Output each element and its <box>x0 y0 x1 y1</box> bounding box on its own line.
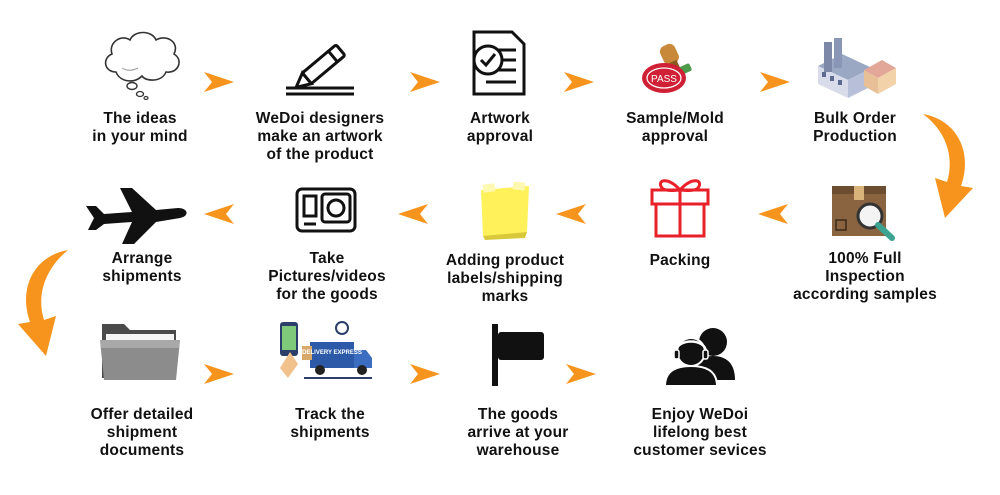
step-artwork: WeDoi designers make an artwork of the p… <box>240 28 400 168</box>
arrow-right-icon <box>410 364 440 384</box>
step-label: Bulk Order Production <box>813 110 897 145</box>
step-inspection: 100% Full Inspection according samples <box>780 180 950 310</box>
step-label: Packing <box>649 252 711 269</box>
checklist-document-icon <box>468 30 528 96</box>
step-label: 100% Full Inspection according samples <box>793 250 937 303</box>
step-label: Enjoy WeDoi lifelong best customer sevic… <box>633 406 767 459</box>
airplane-icon <box>82 184 190 246</box>
curved-arrow-down-icon <box>18 248 86 360</box>
arrow-left-icon <box>398 204 428 224</box>
delivery-truck-icon: DELIVERY EXPRESS <box>274 320 378 384</box>
arrow-right-icon <box>410 72 440 92</box>
factory-icon <box>812 36 898 102</box>
pass-stamp-icon: PASS <box>638 38 704 98</box>
flag-icon <box>488 322 548 388</box>
arrow-left-icon <box>556 204 586 224</box>
step-sample-approval: PASS Sample/Mold approval <box>600 28 750 158</box>
arrow-left-icon <box>758 204 788 224</box>
step-ideas: The ideas in your mind <box>70 28 210 158</box>
stamp-text: PASS <box>651 74 677 85</box>
step-label: Sample/Mold approval <box>626 110 724 145</box>
step-label: The goods arrive at your warehouse <box>467 406 569 459</box>
arrow-right-icon <box>566 364 596 384</box>
folder-icon <box>100 320 182 382</box>
step-label: The ideas in your mind <box>92 110 188 145</box>
thought-cloud-icon <box>98 28 184 100</box>
step-label: WeDoi designers make an artwork of the p… <box>255 110 385 163</box>
step-packing: Packing <box>620 172 740 282</box>
arrow-right-icon <box>204 72 234 92</box>
step-track: DELIVERY EXPRESS Track the shipments <box>260 320 400 460</box>
step-label: Artwork approval <box>466 110 534 145</box>
step-arrive: The goods arrive at your warehouse <box>448 320 588 460</box>
step-label: Take Pictures/videos for the goods <box>268 250 386 303</box>
arrow-right-icon <box>760 72 790 92</box>
step-artwork-approval: Artwork approval <box>440 28 560 158</box>
camera-icon <box>294 186 360 236</box>
step-documents: Offer detailed shipment documents <box>72 320 212 460</box>
step-label: Offer detailed shipment documents <box>90 406 194 459</box>
step-service: Enjoy WeDoi lifelong best customer sevic… <box>615 320 785 460</box>
curved-arrow-down-icon <box>905 112 975 222</box>
step-label: Arrange shipments <box>102 250 182 285</box>
pen-drawing-icon <box>280 36 360 98</box>
arrow-right-icon <box>204 364 234 384</box>
arrow-left-icon <box>204 204 234 224</box>
sticky-note-icon <box>475 182 535 242</box>
step-label: Track the shipments <box>290 406 370 441</box>
step-shipments: Arrange shipments <box>72 180 212 290</box>
step-pictures: Take Pictures/videos for the goods <box>252 180 402 310</box>
gift-box-icon <box>648 172 712 238</box>
step-label: Adding product labels/shipping marks <box>445 252 565 305</box>
truck-text: DELIVERY EXPRESS <box>302 350 362 356</box>
customer-support-icon <box>661 320 741 386</box>
step-labels: Adding product labels/shipping marks <box>425 176 585 306</box>
arrow-right-icon <box>564 72 594 92</box>
step-bulk-production: Bulk Order Production <box>790 28 920 158</box>
box-inspection-icon <box>828 180 900 244</box>
